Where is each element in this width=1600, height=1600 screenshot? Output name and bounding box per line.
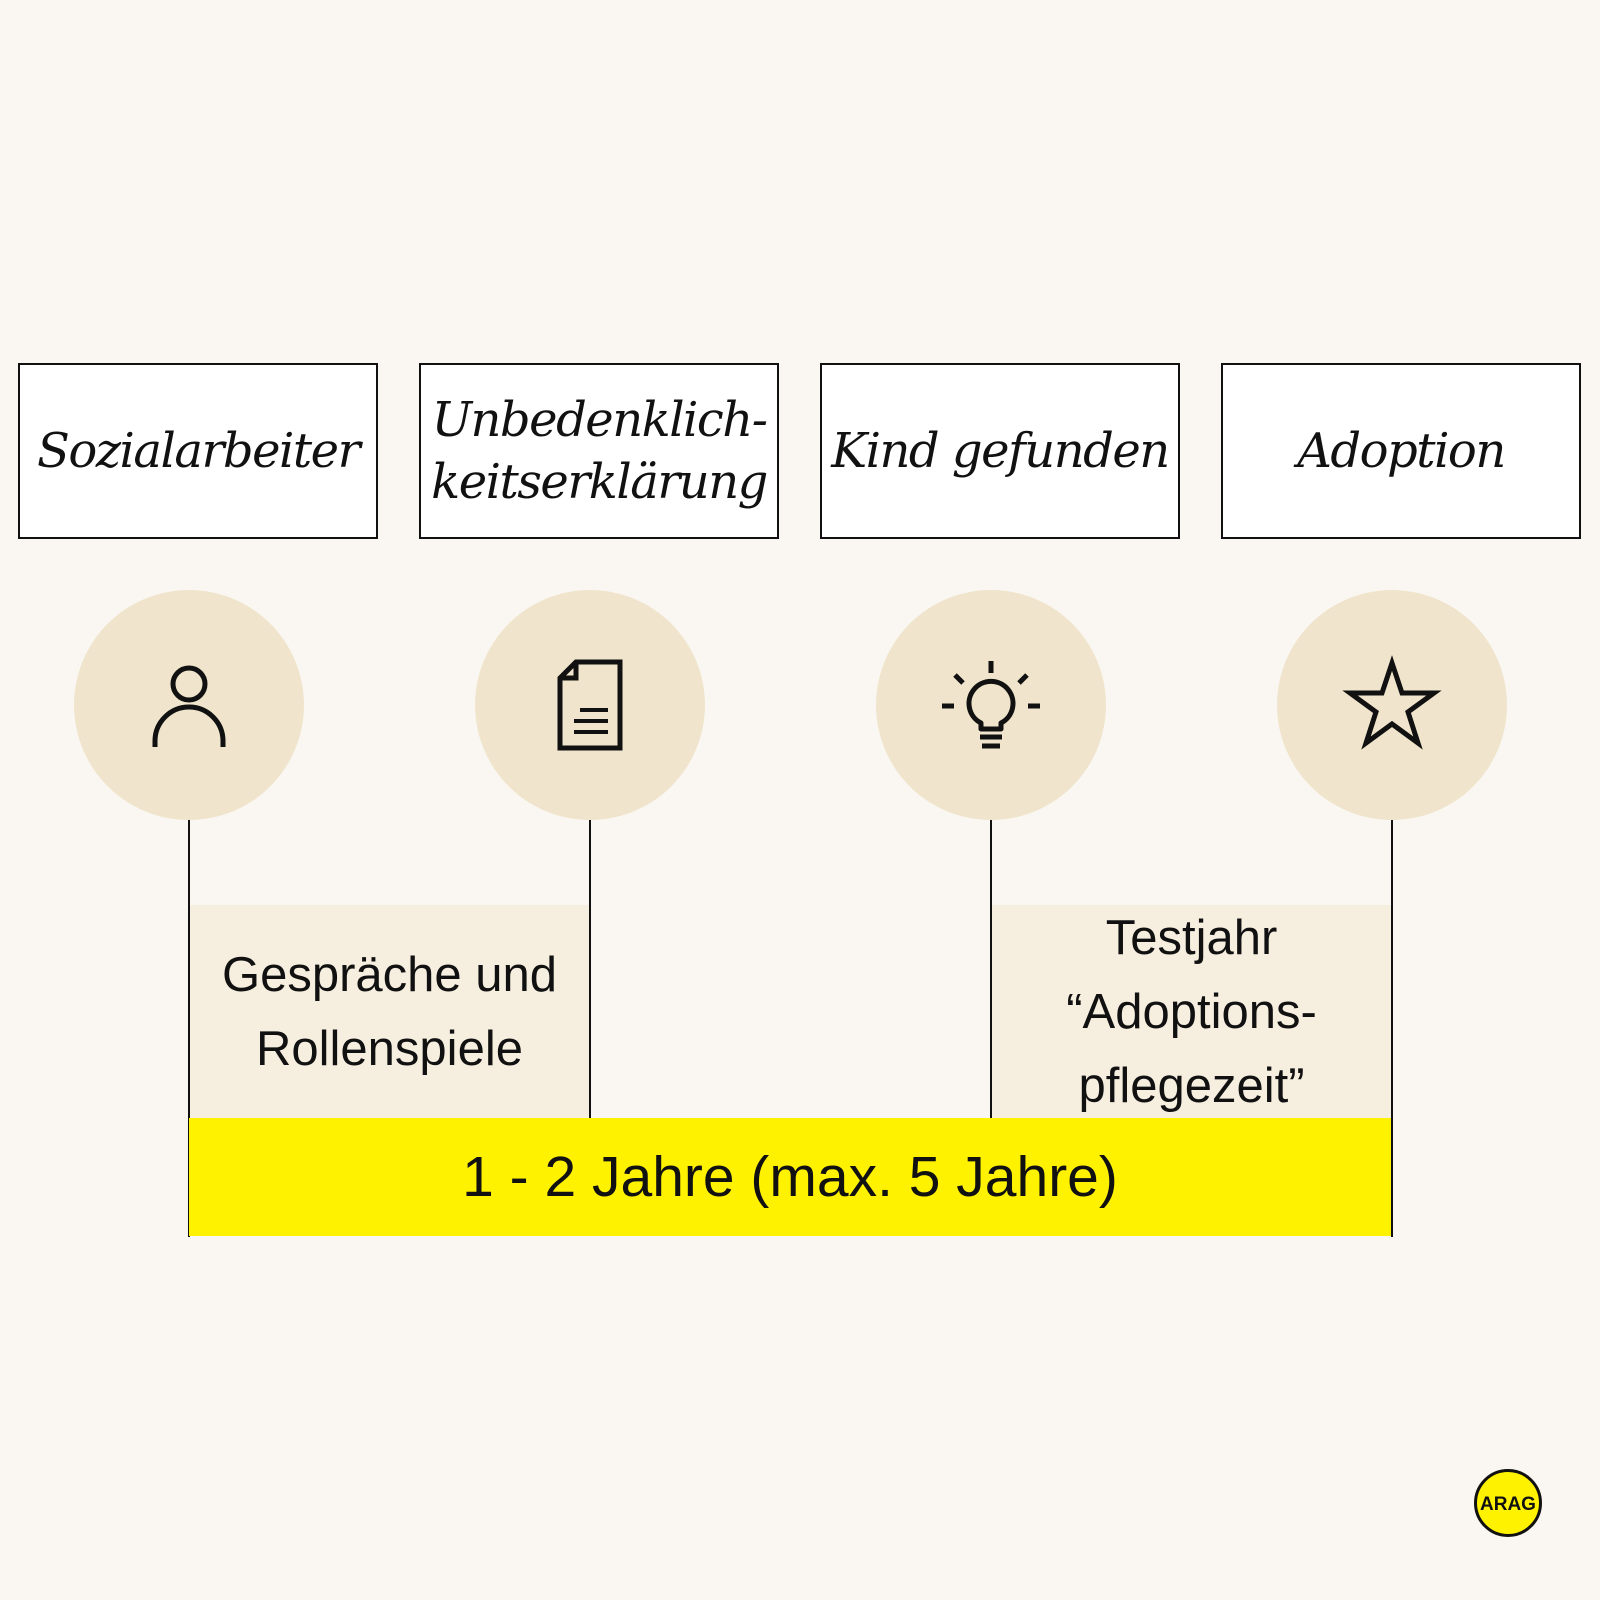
step-circle-3 — [876, 590, 1106, 820]
step-circle-4 — [1277, 590, 1507, 820]
phase-testjahr: Testjahr “Adoptions- pflegezeit” — [992, 905, 1391, 1118]
step-label: Sozialarbeiter — [36, 423, 361, 479]
step-box-adoption: Adoption — [1221, 363, 1581, 539]
svg-text:ARAG: ARAG — [1480, 1494, 1536, 1515]
step-label: Unbedenklich- keitserklärung — [431, 392, 768, 510]
person-icon — [152, 665, 226, 747]
step-box-unbedenklichkeitserklaerung: Unbedenklich- keitserklärung — [419, 363, 779, 539]
step-label: Adoption — [1297, 423, 1506, 479]
step-circle-1 — [74, 590, 304, 820]
step-box-kind-gefunden: Kind gefunden — [820, 363, 1180, 539]
phase-label: Gespräche und Rollenspiele — [221, 947, 558, 1076]
duration-label: 1 - 2 Jahre (max. 5 Jahre) — [462, 1145, 1118, 1209]
connector-line-2 — [589, 820, 591, 1118]
phase-label: Testjahr “Adoptions- pflegezeit” — [1066, 910, 1317, 1113]
step-box-sozialarbeiter: Sozialarbeiter — [18, 363, 378, 539]
star-icon — [1342, 655, 1442, 750]
lightbulb-icon — [942, 661, 1040, 749]
duration-bar: 1 - 2 Jahre (max. 5 Jahre) — [189, 1118, 1391, 1236]
step-label: Kind gefunden — [831, 423, 1170, 479]
phase-gespraeche: Gespräche und Rollenspiele — [190, 905, 589, 1118]
connector-line-4 — [1391, 820, 1393, 1237]
document-icon — [557, 659, 623, 751]
connector-line-3 — [990, 820, 992, 1118]
step-circle-2 — [475, 590, 705, 820]
arag-logo: ARAG — [1474, 1469, 1542, 1537]
connector-line-1 — [188, 820, 190, 1237]
